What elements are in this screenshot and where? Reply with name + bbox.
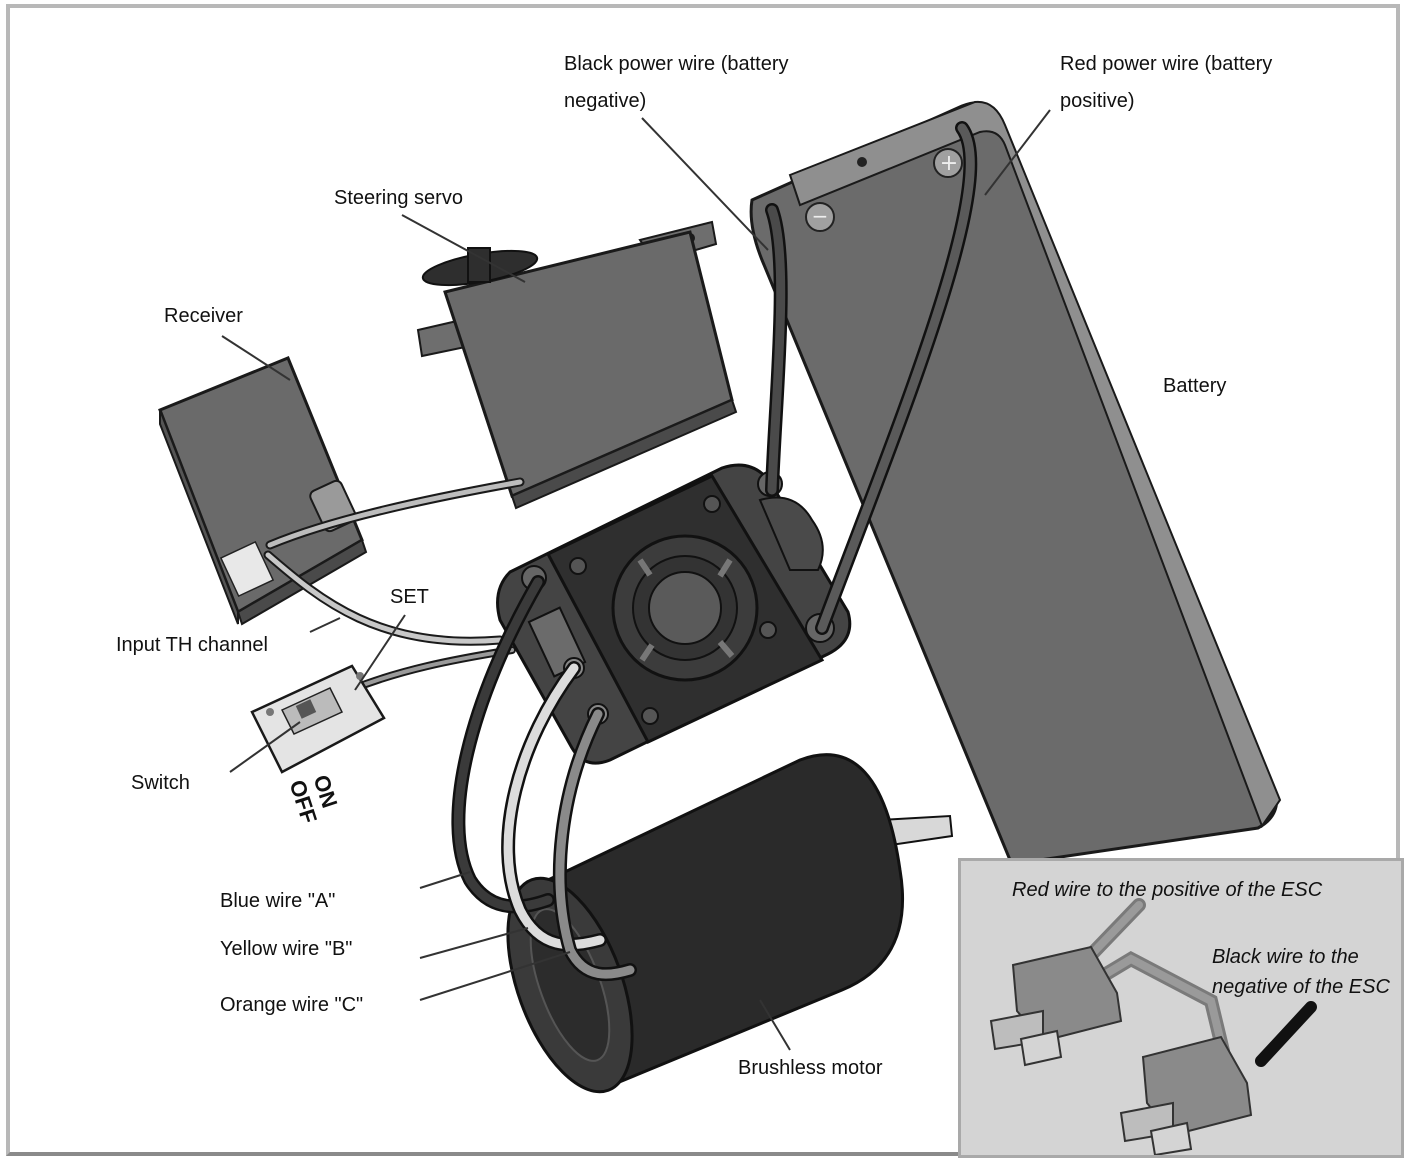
label-input-th-channel: Input TH channel bbox=[116, 634, 268, 656]
label-orange-wire: Orange wire "C" bbox=[220, 994, 364, 1016]
label-switch: Switch bbox=[131, 772, 190, 794]
label-receiver: Receiver bbox=[164, 305, 243, 327]
inset-label-black-wire-line1: Black wire to the bbox=[1212, 946, 1359, 968]
label-brushless-motor: Brushless motor bbox=[738, 1057, 883, 1079]
diagram-frame bbox=[6, 4, 1400, 1156]
power-switch bbox=[250, 664, 386, 774]
inset-label-black-wire-line2: negative of the ESC bbox=[1212, 976, 1390, 998]
label-set: SET bbox=[390, 586, 429, 608]
battery-power-wires bbox=[765, 121, 978, 635]
label-red-power-wire: Red power wire (battery positive) bbox=[1060, 53, 1273, 112]
signal-leads bbox=[263, 477, 525, 694]
receiver-unit bbox=[158, 356, 368, 626]
connector-illustration bbox=[989, 898, 1317, 1155]
motor-phase-wires bbox=[451, 575, 637, 982]
label-black-power-wire: Black power wire (battery negative) bbox=[564, 53, 789, 112]
connector-inset bbox=[958, 858, 1404, 1158]
label-blue-wire: Blue wire "A" bbox=[220, 890, 336, 912]
battery-plus-sign: + bbox=[940, 151, 958, 176]
battery-minus-sign: − bbox=[812, 204, 829, 228]
battery-pack: − + bbox=[749, 100, 1282, 862]
label-battery: Battery bbox=[1163, 375, 1227, 397]
battery-positive-terminal-icon bbox=[933, 148, 963, 178]
esc-controller bbox=[496, 463, 852, 765]
battery-negative-terminal-icon bbox=[805, 202, 835, 232]
steering-servo bbox=[416, 220, 738, 510]
label-yellow-wire: Yellow wire "B" bbox=[220, 938, 353, 960]
female-connector-icon bbox=[1119, 1035, 1253, 1155]
male-connector-icon bbox=[989, 945, 1123, 1067]
label-steering-servo: Steering servo bbox=[334, 187, 463, 209]
inset-label-red-wire: Red wire to the positive of the ESC bbox=[1012, 879, 1323, 901]
leader-lines bbox=[221, 109, 1051, 1051]
